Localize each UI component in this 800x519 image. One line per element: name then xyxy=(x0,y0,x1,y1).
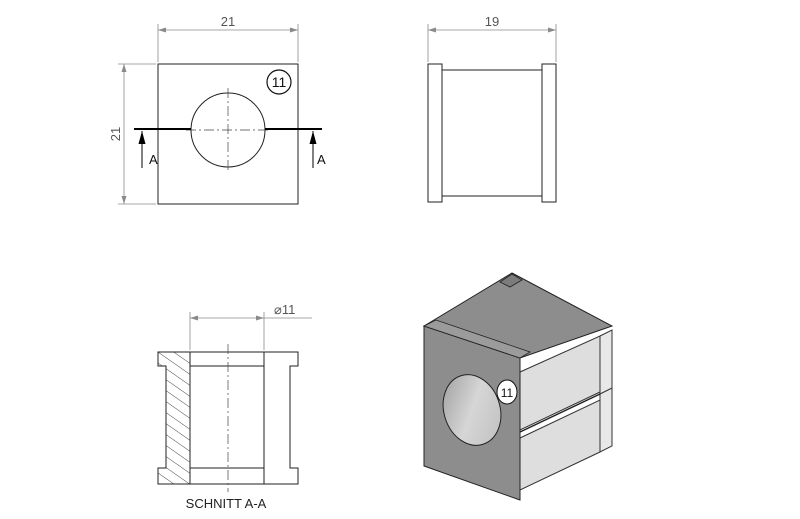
front-height-dimension: 21 xyxy=(108,63,156,205)
side-flange-right xyxy=(541,63,557,203)
section-arrow-right: A xyxy=(309,131,326,168)
side-depth-label: 19 xyxy=(485,14,499,29)
front-view: 21 21 A A 1 xyxy=(108,14,326,205)
side-view: 19 xyxy=(427,14,557,203)
front-width-dimension: 21 xyxy=(157,14,299,62)
bore-diameter-label: ⌀11 xyxy=(274,302,295,317)
section-label-right: A xyxy=(317,152,326,167)
front-height-label: 21 xyxy=(108,127,123,141)
section-arrow-left: A xyxy=(138,131,158,168)
bore-diameter-dimension: ⌀11 xyxy=(189,302,312,350)
side-flange-left xyxy=(427,63,443,203)
iso-size-badge: 11 xyxy=(496,379,518,405)
section-title: SCHNITT A-A xyxy=(186,496,267,511)
section-label-left: A xyxy=(149,152,158,167)
front-size-badge: 11 xyxy=(266,69,292,95)
section-hatch xyxy=(157,351,191,485)
iso-bore xyxy=(442,374,502,446)
section-outline xyxy=(190,351,299,485)
side-depth-dimension: 19 xyxy=(427,14,557,62)
front-width-label: 21 xyxy=(221,14,235,29)
iso-size-badge-text: 11 xyxy=(501,386,514,400)
front-body-outline xyxy=(157,63,299,205)
isometric-view: 11 xyxy=(422,272,614,501)
section-view: ⌀11 SCHNITT A-A xyxy=(157,302,312,511)
front-size-badge-text: 11 xyxy=(272,74,287,90)
